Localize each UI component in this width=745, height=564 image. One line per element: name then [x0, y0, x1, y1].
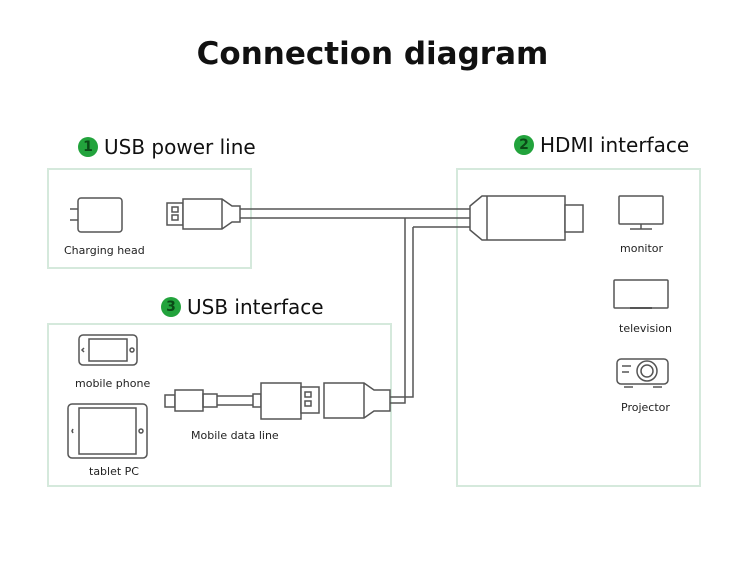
tablet-pc-label: tablet PC	[89, 465, 139, 478]
projector-label: Projector	[621, 401, 670, 414]
number-badge: 3	[161, 297, 181, 317]
monitor-icon	[618, 195, 664, 230]
number-badge: 2	[514, 135, 534, 155]
charging-head-label: Charging head	[64, 244, 145, 257]
tablet-icon	[67, 403, 148, 459]
mobile-phone-label: mobile phone	[75, 377, 151, 390]
usb-power-plug-icon	[166, 198, 241, 230]
hdmi-plug-icon	[469, 195, 584, 241]
section-label: USB interface	[187, 295, 324, 319]
cable-lines	[240, 208, 470, 404]
usb-interface-box	[47, 323, 392, 487]
number-badge: 1	[78, 137, 98, 157]
section-label: HDMI interface	[540, 133, 690, 157]
television-icon	[613, 279, 669, 309]
monitor-label: monitor	[620, 242, 664, 255]
hdmi-interface-box	[456, 168, 701, 487]
charging-head-icon	[70, 197, 123, 233]
section-hdmi-interface: 2 HDMI interface	[514, 133, 689, 157]
mobile-data-line-label: Mobile data line	[191, 429, 279, 442]
diagram-title: Connection diagram	[196, 36, 549, 72]
section-usb-power-line: 1 USB power line	[78, 135, 256, 159]
usb-female-connector-icon	[323, 382, 391, 419]
section-label: USB power line	[104, 135, 256, 159]
projector-icon	[616, 358, 669, 388]
mobile-data-line-icon	[164, 382, 320, 420]
section-usb-interface: 3 USB interface	[161, 295, 324, 319]
mobile-phone-icon	[78, 334, 138, 366]
television-label: television	[619, 322, 672, 335]
